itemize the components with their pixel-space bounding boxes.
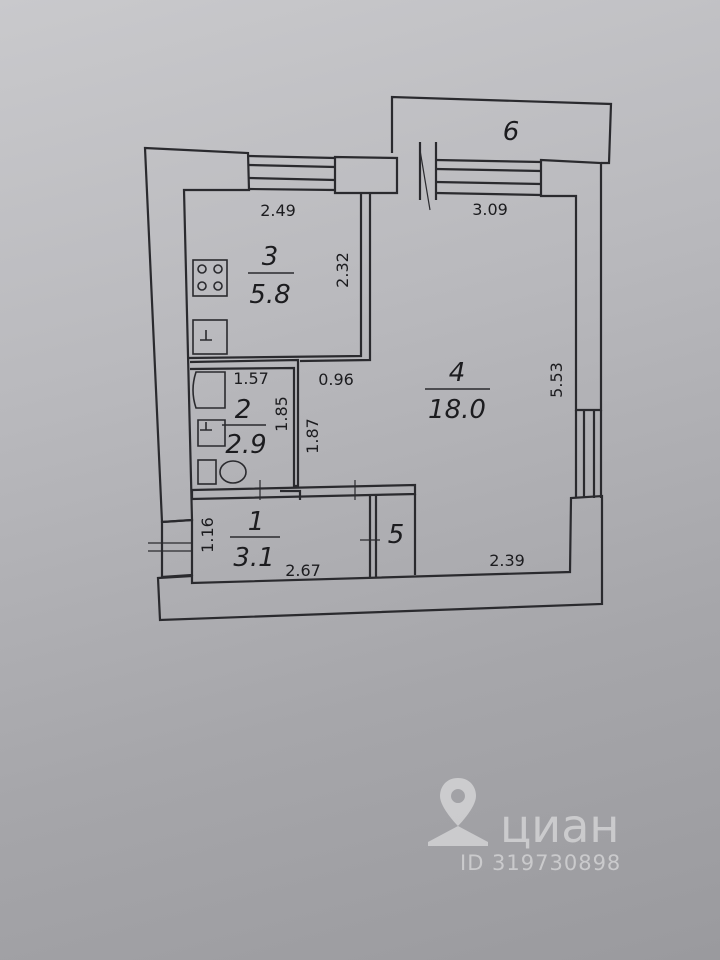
dimension-ticks [148, 149, 431, 552]
room-window [435, 158, 542, 197]
basin-tap-icon [200, 422, 212, 431]
room-4-area: 18.0 [428, 395, 486, 425]
balcony-outline [390, 95, 613, 165]
washbasin-icon [197, 419, 226, 447]
tap-icon [200, 330, 212, 341]
dim-hall-width: 2.67 [285, 561, 321, 580]
bathroom-wall [189, 358, 300, 488]
dim-corridor-depth: 1.87 [303, 418, 322, 454]
top-wall-pier [333, 155, 399, 195]
dim-kitchen-depth: 2.32 [333, 252, 352, 288]
kitchen-window [248, 154, 336, 192]
dim-kitchen-width: 2.49 [260, 201, 296, 220]
toilet-bowl-icon [219, 460, 247, 484]
dim-room-bottom-width: 2.39 [489, 551, 525, 570]
room-3-number: 3 [262, 242, 279, 272]
fixtures [192, 259, 247, 485]
hall-door-ticks [148, 542, 192, 552]
room-2-number: 2 [235, 395, 252, 425]
room-1-number: 1 [248, 507, 265, 537]
kitchen-partition [186, 194, 372, 363]
kitchen-sink-icon [192, 319, 228, 355]
room-3-area: 5.8 [249, 280, 290, 310]
walls [143, 95, 613, 622]
hall-ticks [259, 480, 356, 500]
burner-icon [213, 264, 223, 274]
stove-icon [192, 259, 228, 297]
dim-bath-depth: 1.85 [272, 396, 291, 432]
side-window [574, 410, 603, 498]
room-labels: 3 5.8 4 18.0 2 2.9 1 3.1 5 6 [222, 117, 519, 573]
room-6-number: 6 [503, 117, 520, 147]
hall-door-jamb [280, 489, 302, 500]
dim-room-width: 3.09 [472, 200, 508, 219]
burner-icon [213, 281, 223, 291]
burner-icon [197, 264, 207, 274]
left-wall-lower [160, 518, 194, 579]
cian-watermark: циан ID 319730898 [428, 778, 621, 875]
room-5-number: 5 [388, 520, 405, 550]
room-2-area: 2.9 [225, 430, 266, 460]
watermark-brand: циан [500, 799, 619, 853]
location-pin-icon [428, 778, 488, 846]
watermark-id: ID 319730898 [460, 851, 621, 875]
bottom-wall [156, 494, 604, 622]
dim-hall-depth: 1.16 [198, 517, 217, 553]
bathtub-icon [192, 371, 226, 409]
hall-top-wall [190, 483, 417, 501]
toilet-tank-icon [197, 459, 217, 485]
left-wall [143, 146, 251, 524]
dim-room-depth: 5.53 [547, 362, 566, 398]
dimension-labels: 2.49 2.32 3.09 5.53 1.57 1.85 0.96 1.87 … [198, 200, 566, 580]
room-1-area: 3.1 [233, 543, 274, 573]
burner-icon [197, 281, 207, 291]
closet-walls [368, 494, 417, 578]
room-4-number: 4 [449, 358, 466, 388]
dim-bath-width: 1.57 [233, 369, 269, 388]
balcony-door [418, 142, 438, 200]
balcony-door-tick [419, 149, 431, 211]
dim-corridor-width: 0.96 [318, 370, 354, 389]
